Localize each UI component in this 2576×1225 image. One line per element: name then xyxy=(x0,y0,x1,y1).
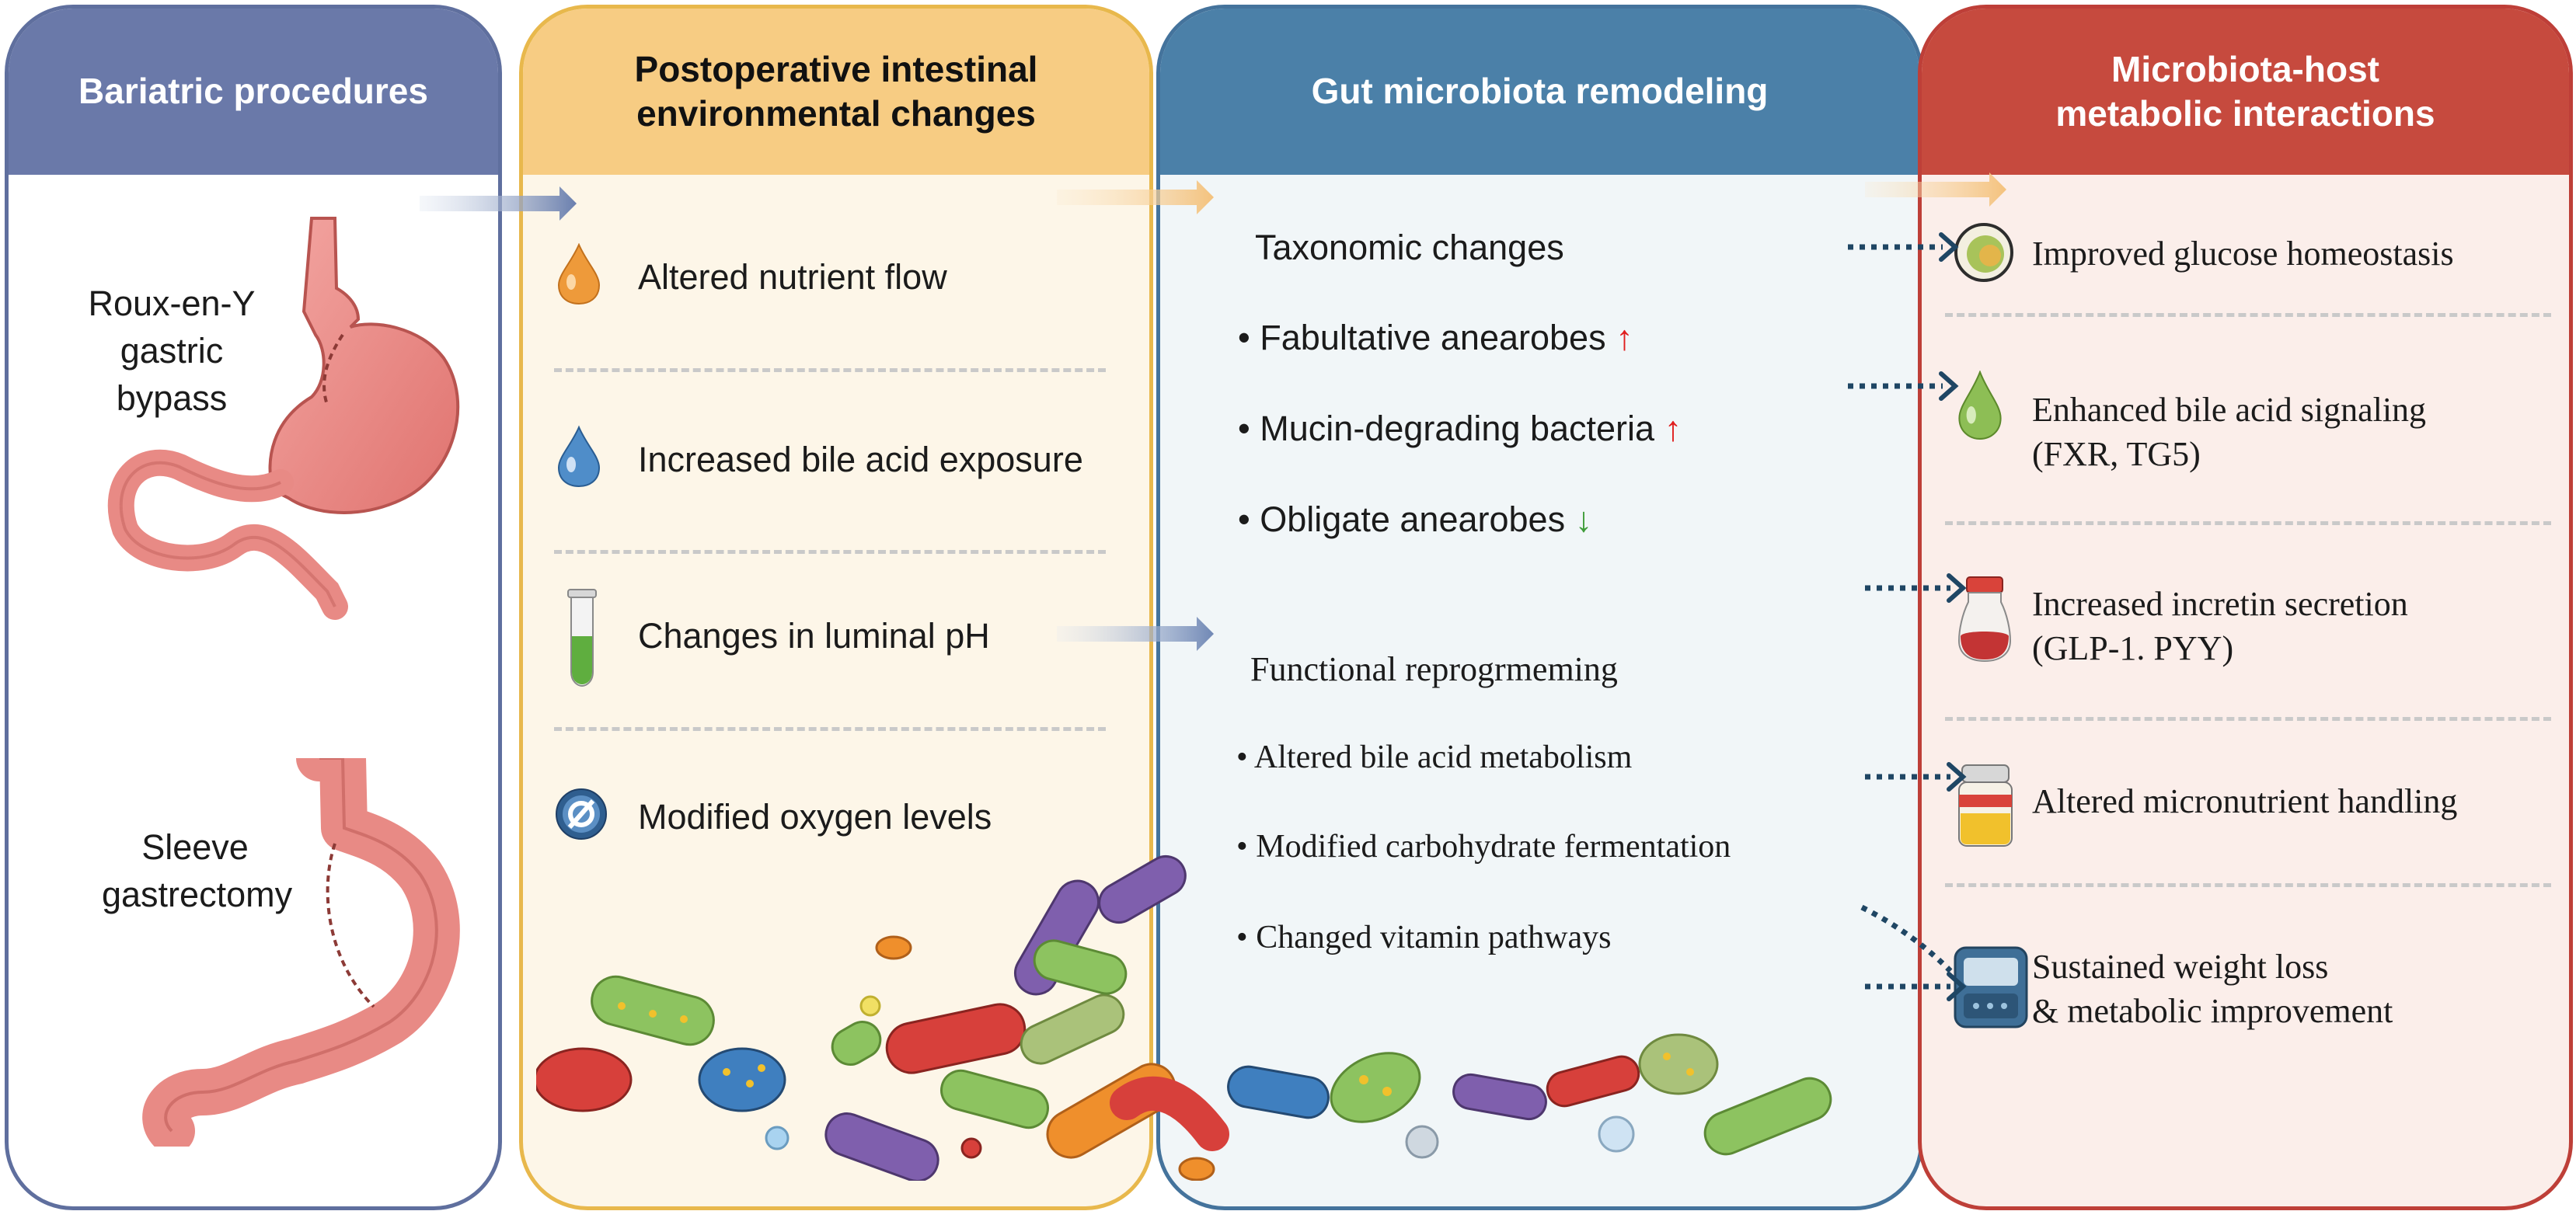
divider xyxy=(554,727,1106,731)
arrow-right-icon xyxy=(1057,617,1214,651)
outcome-item: Improved glucose homeostasis xyxy=(2032,235,2454,273)
panel-title-procedures: Bariatric procedures xyxy=(9,9,498,175)
test-tube-icon xyxy=(567,589,597,687)
outcome-item: Increased incretin secretion(GLP-1. PYY) xyxy=(2032,585,2408,668)
divider xyxy=(1945,313,2551,317)
panel-title-microbiota: Gut microbiota remodeling xyxy=(1160,9,1919,175)
increase-arrow-icon: ↑ xyxy=(1664,409,1682,448)
green-drop-icon xyxy=(1958,371,2002,440)
env-item-3: Changes in luminal pH xyxy=(638,616,990,656)
divider xyxy=(1945,883,2551,887)
divider xyxy=(554,550,1106,554)
functional-item: • Changed vitamin pathways xyxy=(1236,920,1612,955)
sleeve-label: Sleeve gastrectomy xyxy=(102,827,293,914)
env-item-2: Increased bile acid exposure xyxy=(638,440,1083,479)
scale-icon xyxy=(1954,946,2028,1028)
functional-item: • Altered bile acid metabolism xyxy=(1236,740,1633,775)
rygb-label: Roux-en-Y gastric bypass xyxy=(88,284,256,418)
functional-heading: Functional reprogrmeming xyxy=(1250,650,1618,688)
env-item-1: Altered nutrient flow xyxy=(638,257,947,297)
arrow-right-icon xyxy=(420,186,577,221)
outcome-item: Altered micronutrient handling xyxy=(2032,782,2458,820)
stomach-bypass-icon xyxy=(107,217,460,620)
taxonomic-item: • Obligate anearobes ↓ xyxy=(1238,499,1593,539)
vial-icon xyxy=(1957,576,2012,663)
arrow-right-icon xyxy=(1057,180,1214,214)
env-item-4: Modified oxygen levels xyxy=(638,797,992,837)
taxonomic-item: • Fabultative anearobes ↑ xyxy=(1238,318,1633,357)
glucose-icon xyxy=(1954,223,2013,282)
panel-microbiota-remodeling: Gut microbiota remodeling Taxonomic chan… xyxy=(1156,5,1923,1210)
taxonomic-item: • Mucin-degrading bacteria ↑ xyxy=(1238,409,1682,448)
decrease-arrow-icon: ↓ xyxy=(1574,499,1593,539)
taxonomic-heading: Taxonomic changes xyxy=(1255,228,1564,267)
oxygen-icon xyxy=(556,788,607,840)
jar-icon xyxy=(1958,764,2013,847)
divider xyxy=(1945,521,2551,525)
increase-arrow-icon: ↑ xyxy=(1616,318,1633,357)
outcome-item: Enhanced bile acid signaling(FXR, TG5) xyxy=(2032,391,2427,474)
arrow-right-icon xyxy=(1865,172,2006,207)
outcome-item: Sustained weight loss& metabolic improve… xyxy=(2032,948,2393,1031)
divider xyxy=(1945,717,2551,721)
panel-bariatric-procedures: Bariatric procedures Roux-en-Y gastric b… xyxy=(5,5,502,1210)
sleeve-stomach-icon xyxy=(142,758,460,1147)
divider xyxy=(554,368,1106,372)
bacteria-cluster-icon xyxy=(536,855,1832,1181)
functional-item: • Modified carbohydrate fermentation xyxy=(1236,829,1731,865)
blue-drop-icon xyxy=(557,425,601,488)
orange-drop-icon xyxy=(557,243,601,305)
